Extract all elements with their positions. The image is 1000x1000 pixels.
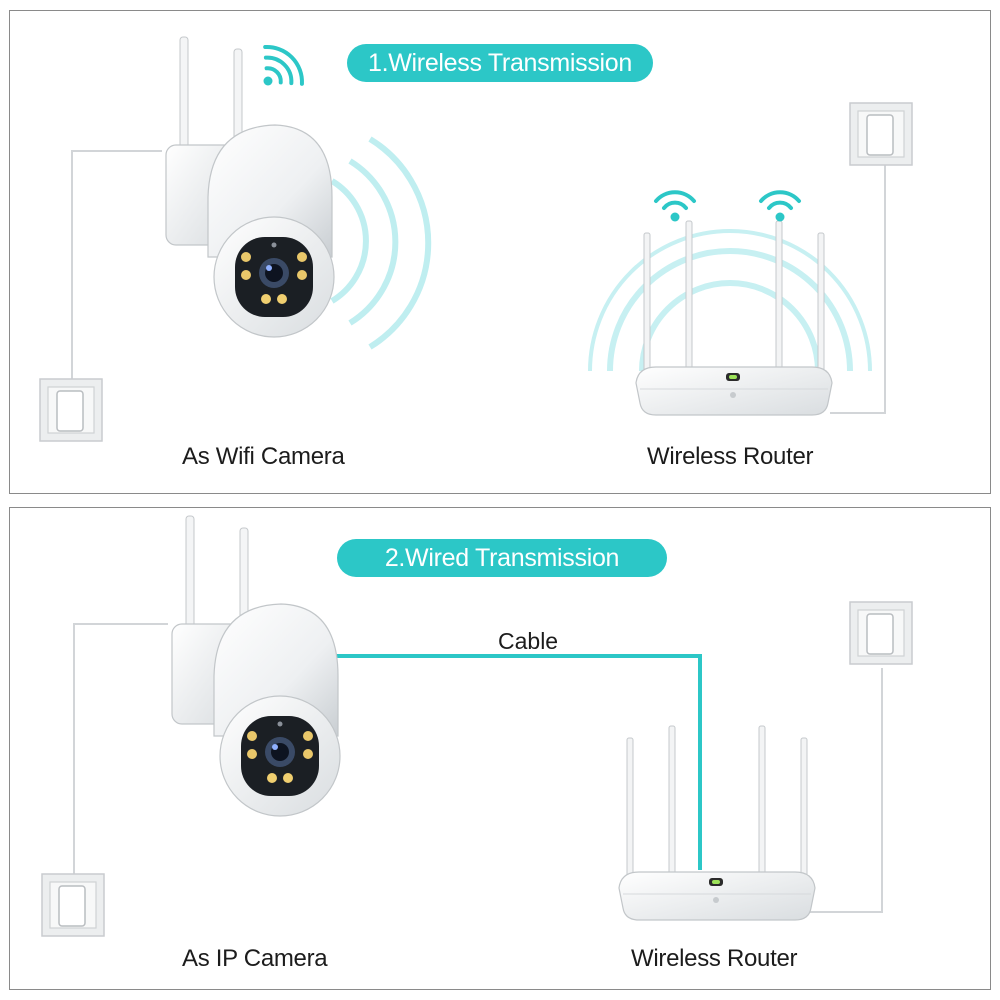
wireless-router-caption: Wireless Router bbox=[631, 945, 798, 972]
wireless-diagram-art bbox=[39, 36, 913, 442]
wireless-transmission-badge: 1.Wireless Transmission bbox=[347, 44, 653, 82]
camera-power-cord bbox=[73, 623, 168, 878]
camera-power-cord bbox=[71, 150, 162, 383]
router-icon bbox=[618, 725, 816, 921]
wifi-signal-icon bbox=[759, 190, 801, 224]
router-power-cord bbox=[830, 151, 886, 414]
power-socket-icon bbox=[849, 102, 913, 166]
wired-diagram-art bbox=[41, 515, 913, 937]
wired-transmission-panel: 2.Wired Transmission Cable As IP Camera … bbox=[9, 507, 991, 990]
wired-transmission-badge: 2.Wired Transmission bbox=[337, 539, 667, 577]
wireless-router-caption: Wireless Router bbox=[647, 443, 814, 470]
router-power-cord bbox=[810, 668, 883, 913]
ip-camera-caption: As IP Camera bbox=[182, 945, 328, 972]
camera-icon bbox=[171, 515, 341, 817]
power-socket-icon bbox=[41, 873, 105, 937]
wifi-camera-caption: As Wifi Camera bbox=[182, 443, 345, 470]
router-signal-waves bbox=[588, 229, 872, 372]
camera-icon bbox=[165, 36, 335, 338]
wifi-signal-icon bbox=[654, 190, 696, 224]
cable-label: Cable bbox=[498, 628, 559, 654]
power-socket-icon bbox=[39, 378, 103, 442]
wifi-signal-icon bbox=[263, 45, 304, 86]
ethernet-cable bbox=[328, 654, 702, 870]
camera-signal-waves bbox=[330, 136, 432, 350]
wireless-transmission-panel: 1.Wireless Transmission As Wifi Camera W… bbox=[9, 10, 991, 494]
power-socket-icon bbox=[849, 601, 913, 665]
